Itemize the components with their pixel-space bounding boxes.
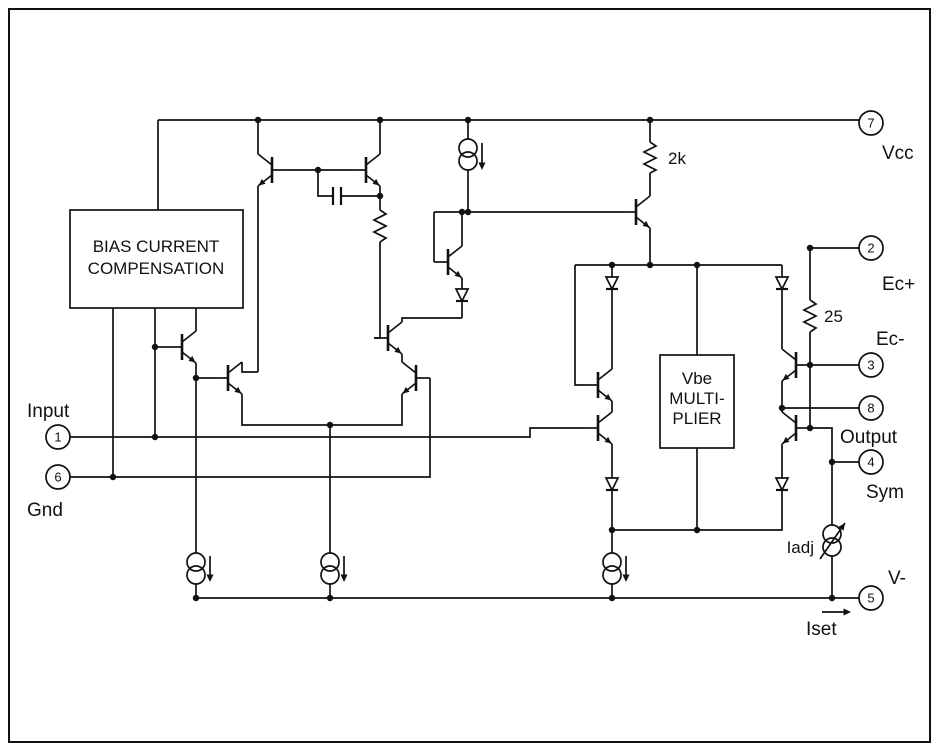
pin-8-label: Output	[840, 427, 898, 448]
input-line	[70, 427, 584, 438]
current-source-icon	[458, 138, 478, 158]
pin-4-terminal	[858, 449, 884, 475]
arrow-down-icon	[478, 162, 486, 170]
diagram-border	[8, 8, 931, 743]
current-source-icon	[602, 552, 622, 572]
pin-6-number: 6	[54, 470, 61, 485]
pin-8-terminal	[858, 395, 884, 421]
pin-1-number: 1	[54, 430, 61, 445]
vbe-block-label-line3: PLIER	[672, 409, 721, 428]
pin-5-label: V-	[888, 568, 906, 589]
bias-block-label-line2: COMPENSATION	[88, 259, 225, 278]
diode-icon	[774, 276, 790, 291]
resistor-2k	[642, 141, 658, 174]
iset-arrow-icon	[843, 608, 851, 616]
resistor-25-label: 25	[824, 307, 843, 326]
vbe-block-label-line1: Vbe	[682, 369, 712, 388]
pin-5-number: 5	[867, 591, 874, 606]
bias-block-label-line1: BIAS CURRENT	[93, 237, 220, 256]
pin-1-terminal	[45, 424, 71, 450]
bias-current-compensation-block	[69, 209, 244, 309]
vbe-block-label-line2: MULTI-	[669, 389, 724, 408]
iadj-label: Iadj	[787, 538, 814, 557]
resistor-2k-label: 2k	[668, 149, 686, 168]
pin-3-label: Ec-	[876, 329, 905, 350]
pin-6-label: Gnd	[27, 500, 63, 521]
current-source-icon	[320, 552, 340, 572]
gnd-line	[70, 378, 431, 478]
pin-4-label: Sym	[866, 482, 904, 503]
current-source-icon	[186, 552, 206, 572]
diode-icon	[604, 276, 620, 291]
arrow-icon	[838, 523, 845, 531]
pin-5-terminal	[858, 585, 884, 611]
pin-8-number: 8	[867, 401, 874, 416]
pin-3-number: 3	[867, 358, 874, 373]
pin-terminals	[45, 110, 884, 611]
pin-4-number: 4	[867, 455, 874, 470]
pin-1-label: Input	[27, 401, 70, 422]
pin-7-number: 7	[867, 116, 874, 131]
diode-icon	[454, 288, 470, 303]
pin-7-label: Vcc	[882, 143, 914, 164]
pin-2-terminal	[858, 235, 884, 261]
pin-2-number: 2	[867, 241, 874, 256]
diode-icon	[774, 477, 790, 492]
pin-7-terminal	[858, 110, 884, 136]
iset-label: Iset	[806, 619, 837, 640]
pin-2-label: Ec+	[882, 274, 915, 295]
diode-icon	[604, 477, 620, 492]
pin-3-terminal	[858, 352, 884, 378]
pin-6-terminal	[45, 464, 71, 490]
resistor-icon	[372, 209, 388, 243]
resistor-25	[802, 299, 818, 333]
junction-dots	[109, 116, 836, 602]
